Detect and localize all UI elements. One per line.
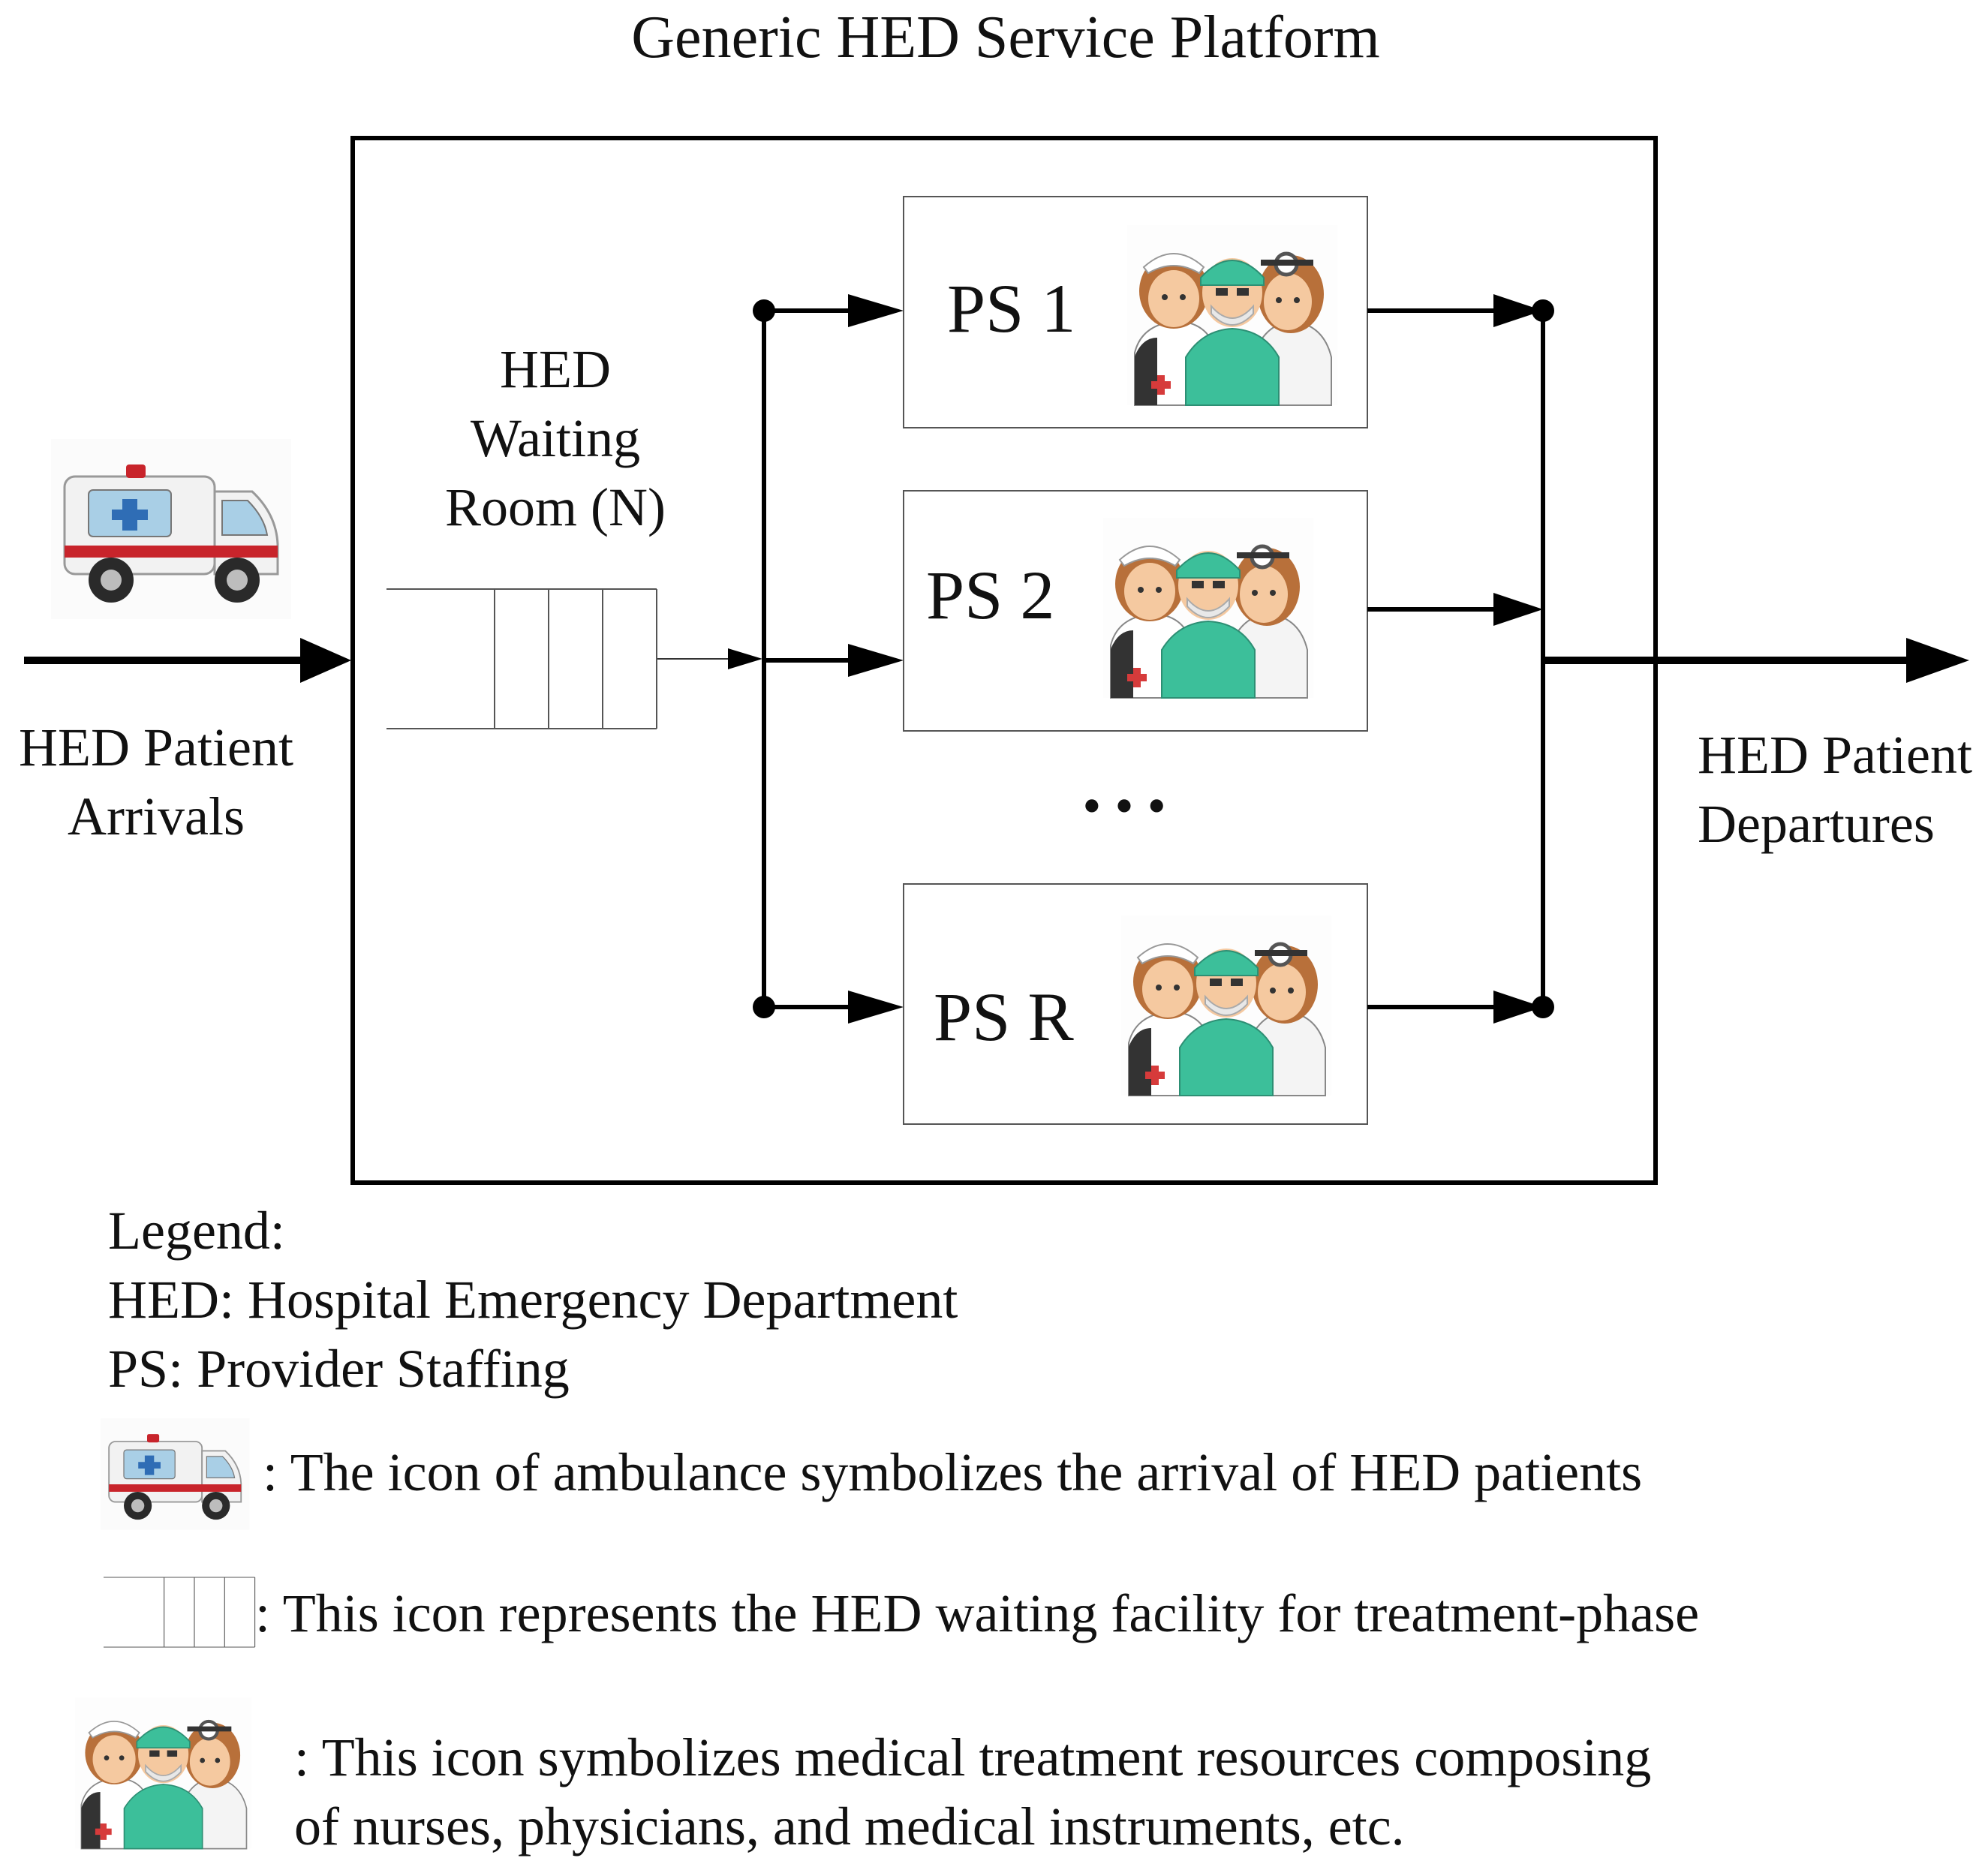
waiting-room-label-line3: Room (N)	[445, 477, 666, 537]
legend-hed-definition: HED: Hospital Emergency Department	[108, 1270, 958, 1330]
server-psr: PS R	[903, 883, 1368, 1125]
server-ps1-label: PS 1	[947, 270, 1075, 347]
ambulance-icon	[100, 1418, 251, 1531]
arrivals-arrow	[24, 638, 351, 683]
arrivals-label-line2: Arrivals	[68, 786, 245, 846]
waiting-room-label-line1: HED	[500, 339, 611, 399]
legend-staff-description-line2: of nurses, physicians, and medical instr…	[294, 1796, 1405, 1856]
departures-arrow	[1543, 638, 1969, 683]
arrow-from-psr	[1367, 991, 1543, 1024]
arrow-to-ps1	[764, 294, 904, 327]
arrow-to-ps2	[764, 644, 904, 677]
legend-heading: Legend:	[108, 1201, 285, 1261]
merge-node-top	[1532, 299, 1554, 322]
legend-ambulance-description: : The icon of ambulance symbolizes the a…	[263, 1442, 1642, 1502]
medical-staff-icon	[1103, 518, 1313, 698]
medical-staff-icon	[1127, 225, 1337, 405]
ellipsis: • • •	[1082, 776, 1166, 836]
merge-node-bottom	[1532, 996, 1554, 1018]
arrow-to-psr	[764, 991, 904, 1024]
arrivals-label-line1: HED Patient	[19, 717, 293, 777]
ambulance-icon	[50, 437, 293, 621]
queue-to-split-arrow	[657, 648, 762, 669]
legend-staff-description-line1: : This icon symbolizes medical treatment…	[294, 1727, 1651, 1787]
departures-label-line2: Departures	[1698, 794, 1935, 854]
server-ps2: PS 2	[903, 490, 1368, 732]
medical-staff-icon	[75, 1697, 251, 1849]
queue-icon	[386, 588, 657, 729]
waiting-room-label-line2: Waiting	[471, 408, 640, 468]
diagram-title: Generic HED Service Platform	[631, 5, 1379, 71]
queue-icon	[103, 1577, 256, 1648]
medical-staff-icon	[1121, 915, 1331, 1096]
server-psr-label: PS R	[934, 979, 1074, 1055]
legend-queue-description: : This icon represents the HED waiting f…	[255, 1583, 1699, 1643]
arrow-from-ps1	[1367, 294, 1543, 327]
server-ps2-label: PS 2	[926, 557, 1054, 633]
legend-ps-definition: PS: Provider Staffing	[108, 1339, 570, 1399]
departures-label-line1: HED Patient	[1698, 725, 1972, 785]
arrow-from-ps2	[1367, 593, 1543, 626]
server-ps1: PS 1	[903, 196, 1368, 428]
